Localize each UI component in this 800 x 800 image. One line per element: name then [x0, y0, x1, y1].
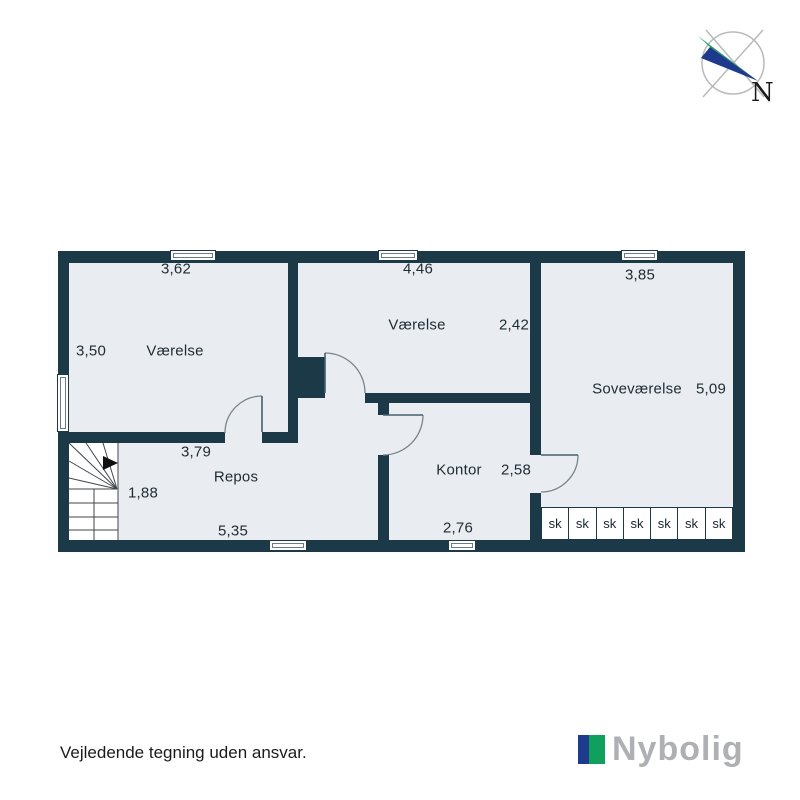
- closet: sk: [651, 507, 679, 540]
- disclaimer-text: Vejledende tegning uden ansvar.: [60, 743, 307, 762]
- window-bottom-kontor: [448, 540, 476, 551]
- wall-kontor-left-upper: [378, 403, 389, 415]
- kontor-bottom-label: 2,76: [443, 519, 473, 537]
- wall-room2-bottom: [365, 393, 541, 403]
- wall-room1-bottom-a: [69, 432, 225, 443]
- bedroom-depth-label: 5,09: [696, 380, 726, 398]
- compass-needle-blue: [701, 47, 758, 81]
- wall-divider-right-upper: [530, 263, 541, 455]
- kontor-name-label: Kontor: [436, 461, 482, 479]
- wall-divider-right-lower: [530, 493, 541, 540]
- room2-depth-label: 2,42: [499, 316, 529, 334]
- compass: N: [698, 29, 774, 108]
- repos-bottom-label: 5,35: [218, 522, 248, 540]
- closet: sk: [596, 507, 624, 540]
- repos-name-label: Repos: [213, 468, 259, 486]
- room2-width-label: 4,46: [403, 260, 433, 278]
- nybolig-logo-mark-blue: [578, 735, 589, 764]
- closet: sk: [541, 507, 570, 540]
- wall-room1-bottom-b: [262, 432, 298, 443]
- window-bottom-repos: [269, 540, 307, 551]
- nybolig-logo-mark-green: [589, 735, 605, 764]
- bedroom-width-label: 3,85: [625, 266, 655, 284]
- compass-north-label: N: [751, 78, 774, 108]
- window-left: [57, 374, 69, 432]
- window-top-middle: [378, 250, 418, 261]
- room1-width-label: 3,62: [161, 260, 191, 278]
- wall-divider-left: [288, 263, 298, 443]
- wall-kontor-left-lower: [378, 455, 389, 540]
- closet: sk: [569, 507, 597, 540]
- window-top-left: [170, 250, 216, 261]
- bedroom-name-label: Soveværelse: [592, 380, 682, 398]
- wall-stub-center: [298, 357, 325, 398]
- compass-circle: [701, 31, 765, 95]
- room2-name-label: Værelse: [388, 316, 446, 334]
- room1-depth-label: 3,50: [76, 342, 106, 360]
- nybolig-logo-wordmark: Nybolig: [612, 730, 744, 768]
- stair-width-label: 1,88: [128, 484, 158, 502]
- room1-name-label: Værelse: [146, 342, 204, 360]
- closet: sk: [678, 507, 706, 540]
- closet: sk: [705, 507, 733, 540]
- repos-top-label: 3,79: [181, 443, 211, 461]
- stairwell: [69, 443, 118, 540]
- compass-needle-green: [698, 36, 758, 81]
- closet: sk: [623, 507, 652, 540]
- window-top-right: [621, 250, 658, 261]
- kontor-depth-label: 2,58: [501, 461, 531, 479]
- closet-row: sk sk sk sk sk sk sk: [541, 507, 733, 540]
